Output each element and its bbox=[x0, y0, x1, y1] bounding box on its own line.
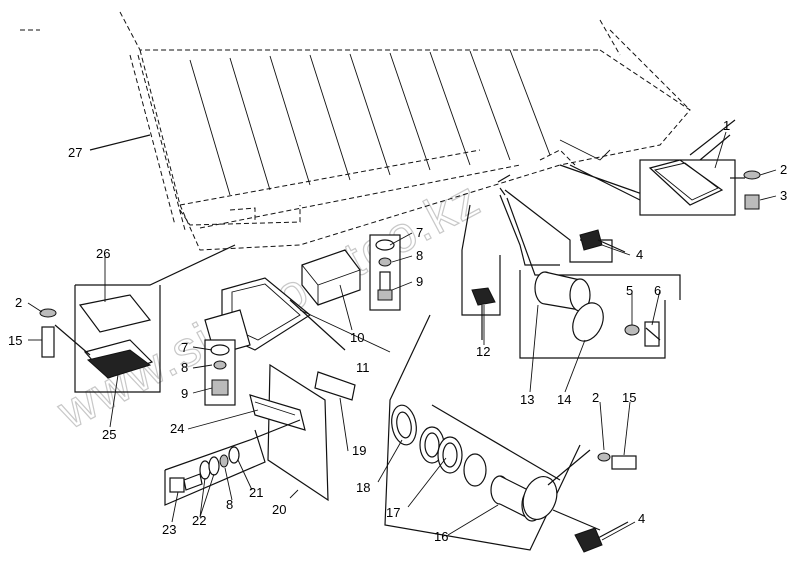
callout-24: 24 bbox=[170, 421, 184, 436]
bracket-10-group bbox=[301, 234, 401, 311]
cover-plate-group-1 bbox=[559, 119, 761, 216]
callout-25: 25 bbox=[102, 427, 116, 442]
callout-7-left: 7 bbox=[181, 340, 188, 355]
leader-lines bbox=[27, 131, 777, 541]
callout-26: 26 bbox=[96, 246, 110, 261]
callout-22: 22 bbox=[192, 513, 206, 528]
callout-2-right: 2 bbox=[592, 390, 599, 405]
hopper-body bbox=[20, 11, 691, 251]
callout-labels: 1 2 3 4 5 6 7 8 9 10 11 12 13 14 2 15 26… bbox=[8, 118, 787, 544]
callout-17: 17 bbox=[386, 505, 400, 520]
callout-12: 12 bbox=[476, 344, 490, 359]
callout-10: 10 bbox=[350, 330, 364, 345]
callout-4-bottom: 4 bbox=[638, 511, 645, 526]
grease-nipple-12 bbox=[461, 204, 501, 340]
mounting-plate-group bbox=[164, 363, 356, 506]
pin-and-disc-group bbox=[506, 197, 681, 359]
callout-15-left: 15 bbox=[8, 333, 22, 348]
callout-3: 3 bbox=[780, 188, 787, 203]
callout-9-left: 9 bbox=[181, 386, 188, 401]
callout-2: 2 bbox=[780, 162, 787, 177]
callout-13: 13 bbox=[520, 392, 534, 407]
callout-11: 11 bbox=[356, 360, 370, 375]
callout-14: 14 bbox=[557, 392, 571, 407]
bolt-23-group bbox=[169, 446, 240, 493]
callout-4: 4 bbox=[636, 247, 643, 262]
callout-21: 21 bbox=[249, 485, 263, 500]
callout-8-left: 8 bbox=[181, 360, 188, 375]
bushing-group bbox=[384, 314, 637, 553]
callout-19: 19 bbox=[352, 443, 366, 458]
callout-8-bottom: 8 bbox=[226, 497, 233, 512]
callout-1: 1 bbox=[723, 118, 730, 133]
callout-18: 18 bbox=[356, 480, 370, 495]
callout-7: 7 bbox=[416, 225, 423, 240]
callout-5: 5 bbox=[626, 283, 633, 298]
callout-9: 9 bbox=[416, 274, 423, 289]
left-cover-group bbox=[39, 244, 236, 393]
callout-20: 20 bbox=[272, 502, 286, 517]
callout-23: 23 bbox=[162, 522, 176, 537]
callout-6: 6 bbox=[654, 283, 661, 298]
grease-nipple-top bbox=[497, 174, 626, 266]
callout-16: 16 bbox=[434, 529, 448, 544]
callout-2-left: 2 bbox=[15, 295, 22, 310]
callout-15-right: 15 bbox=[622, 390, 636, 405]
callout-27: 27 bbox=[68, 145, 82, 160]
frame-11-group bbox=[204, 277, 346, 406]
callout-8: 8 bbox=[416, 248, 423, 263]
